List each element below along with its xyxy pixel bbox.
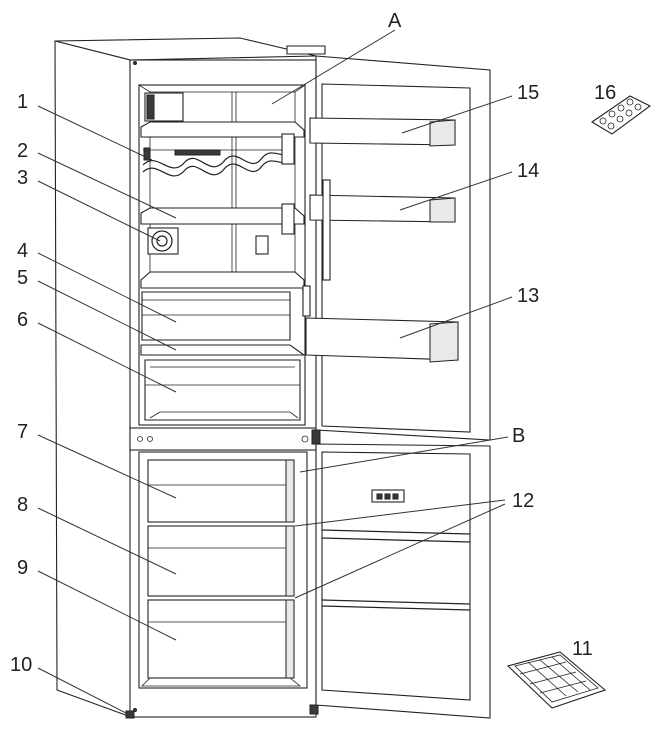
- callout-14: 14: [517, 160, 539, 182]
- callout-9: 9: [17, 557, 28, 579]
- callout-8: 8: [17, 494, 28, 516]
- ice-tray-accessory: [506, 651, 607, 709]
- callout-5: 5: [17, 267, 28, 289]
- callout-3: 3: [17, 167, 28, 189]
- callout-6: 6: [17, 309, 28, 331]
- egg-tray-accessory: [590, 95, 652, 135]
- callout-1: 1: [17, 91, 28, 113]
- callout-2: 2: [17, 140, 28, 162]
- callout-13: 13: [517, 285, 539, 307]
- leader-lines: [37, 29, 513, 715]
- fridge-door: [302, 55, 491, 441]
- fridge-compartment: [137, 84, 307, 426]
- callout-16: 16: [594, 82, 616, 104]
- callout-15: 15: [517, 82, 539, 104]
- callout-10: 10: [10, 654, 32, 676]
- callout-B: B: [512, 425, 525, 447]
- callout-7: 7: [17, 421, 28, 443]
- callout-11: 11: [572, 638, 593, 660]
- freezer-compartment: [138, 451, 308, 689]
- fan-unit: [147, 227, 179, 255]
- callout-A: A: [388, 10, 402, 32]
- wine-rack: [142, 147, 291, 177]
- callout-12: 12: [512, 490, 534, 512]
- callout-labels: 1 2 3 4 5 6 7 8 9 10 11 12 13 14 15 16 A…: [10, 10, 616, 676]
- callout-4: 4: [17, 240, 28, 262]
- freezer-door: [311, 429, 491, 719]
